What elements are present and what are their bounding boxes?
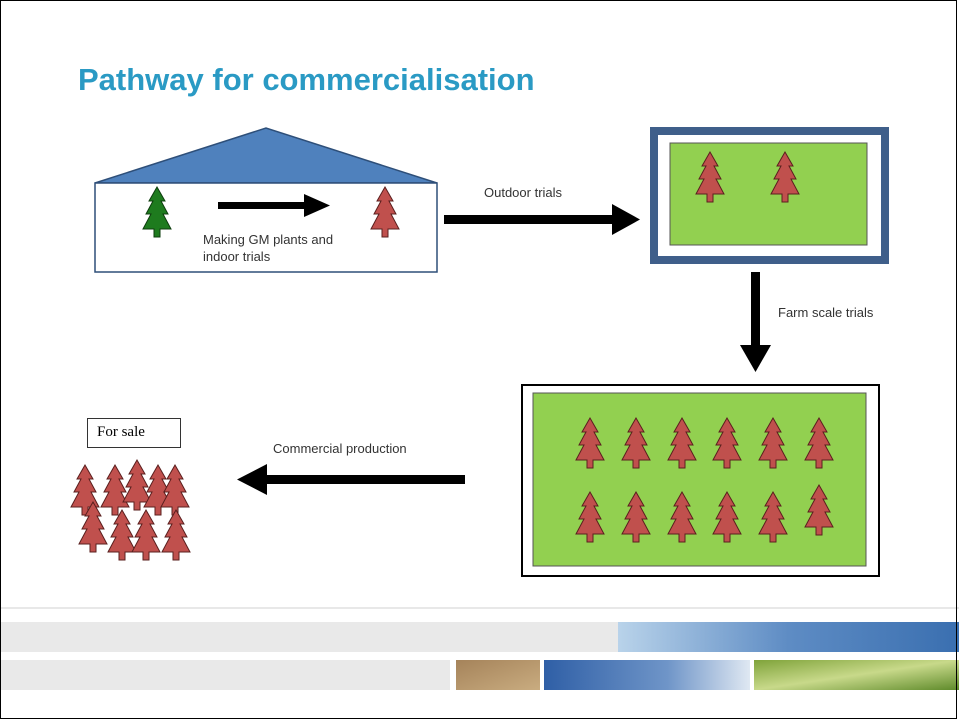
greenhouse-roof: [94, 127, 438, 184]
clouds-image: [544, 660, 750, 690]
farm-scale-trials-label: Farm scale trials: [778, 305, 874, 320]
inner-arrow-head: [304, 194, 330, 217]
indoor-trials-label-line2: indoor trials: [203, 249, 271, 264]
outdoor-field: [650, 127, 889, 264]
sand-image: [456, 660, 540, 690]
page-title: Pathway for commercialisation: [78, 62, 535, 97]
red-tree-icon: [100, 464, 130, 516]
for-sale-sign: For sale: [87, 418, 181, 448]
arrow-commercial: [237, 464, 465, 495]
red-tree-icon: [160, 464, 190, 516]
fern-image: [754, 660, 959, 690]
outdoor-trials-label: Outdoor trials: [484, 185, 563, 200]
arrow-farm: [740, 272, 771, 372]
commercial-trees: [70, 459, 191, 561]
red-tree-icon: [161, 509, 191, 561]
red-tree-icon: [131, 509, 161, 561]
greenhouse: [94, 127, 438, 273]
indoor-trials-label-line1: Making GM plants and: [203, 232, 334, 247]
indoor-trials-label: Making GM plants and indoor trials: [203, 231, 333, 265]
sky-image: [618, 622, 959, 652]
commercial-production-label: Commercial production: [273, 441, 407, 456]
arrow-outdoor: [444, 204, 640, 235]
footer-banner: [0, 607, 959, 690]
farm-field: [521, 384, 880, 577]
inner-arrow-shaft: [218, 202, 304, 209]
